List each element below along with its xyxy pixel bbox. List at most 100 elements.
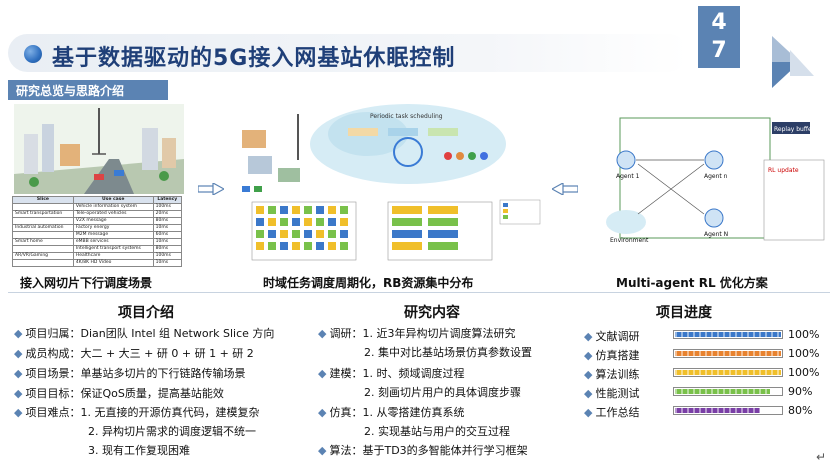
slice-table-cell (12, 231, 74, 239)
progress-value: 90% (788, 385, 813, 398)
bullet-icon: ◆ (584, 349, 593, 362)
title-bar (8, 34, 688, 72)
progress-label: ◆仿真搭建 (584, 347, 639, 363)
agent-N-label: Agent N (704, 231, 728, 238)
progress-bar (673, 349, 783, 358)
progress-label: ◆算法训练 (584, 366, 639, 382)
progress-bar (673, 330, 783, 339)
section-header-label: 研究总览与思路介绍 (16, 84, 125, 98)
slice-table-cell: Healthcare (72, 252, 154, 260)
research-line: 2. 实现基站与用户的交互过程 (364, 425, 510, 438)
intro-line: 3. 现有工作复现困难 (88, 444, 190, 457)
research-column-title: 研究内容 (404, 305, 460, 321)
page-number-bottom: 7 (711, 38, 727, 63)
research-line: 2. 刻画切片用户的具体调度步骤 (364, 386, 521, 399)
progress-bar-fill (675, 351, 781, 356)
progress-label: ◆文献调研 (584, 328, 639, 344)
slice-table-cell: 100ms (152, 203, 183, 211)
slice-table-cell: eMBB services (72, 238, 154, 246)
research-line: ◆调研：1. 近3年异构切片调度算法研究 (318, 327, 516, 340)
slice-table-cell: V2X message (72, 217, 154, 225)
progress-bar (673, 406, 783, 415)
slice-table-cell: 80ms (152, 217, 183, 225)
bullet-icon: ◆ (584, 330, 593, 343)
progress-value: 100% (788, 366, 820, 379)
section-header: 研究总览与思路介绍 (8, 80, 168, 100)
progress-value: 80% (788, 404, 813, 417)
slice-table-header: Latency (152, 196, 183, 204)
intro-line: ◆项目目标：保证QoS质量，提高基站能效 (14, 387, 224, 400)
slice-table-cell: Factory energy (72, 224, 154, 232)
progress-label-text: 文献调研 (595, 330, 640, 343)
slice-table: Slice Use case Latency Vehicle informati… (12, 196, 183, 267)
slice-table-cell: 80ms (152, 245, 183, 253)
slice-table-cell: Vehicle information system (72, 203, 154, 211)
slice-table-cell: AR/VR/Gaming (12, 252, 74, 260)
progress-bar (673, 387, 783, 396)
multi-agent-rl-diagram: Replay buffer RL update Agent 1 Agent n … (606, 117, 825, 244)
arrow-left-icon (552, 183, 578, 195)
intro-column-title: 项目介绍 (118, 305, 174, 321)
slice-table-cell: Intelligent transport systems (72, 245, 154, 253)
slice-table-cell: 100ms (152, 252, 183, 260)
intro-line: ◆项目难点：1. 无直接的开源仿真代码，建模复杂 (14, 406, 260, 419)
agent-n-label: Agent n (704, 173, 728, 180)
slice-table-cell (12, 217, 74, 225)
slice-table-cell: 10ms (152, 224, 183, 232)
page-number-top: 4 (711, 10, 727, 35)
research-line: 2. 集中对比基站场景仿真参数设置 (364, 346, 532, 359)
page-number-badge: 4 7 (698, 6, 740, 68)
progress-label: ◆工作总结 (584, 404, 639, 420)
slice-table-cell: 60ms (152, 231, 183, 239)
slice-table-header: Use case (72, 196, 154, 204)
agent-1-label: Agent 1 (616, 173, 640, 180)
slice-table-cell: 10ms (152, 238, 183, 246)
bullet-icon: ◆ (584, 406, 593, 419)
intro-line: ◆项目场景：单基站多切片的下行链路传输场景 (14, 367, 246, 380)
periodic-scheduling-illustration: Periodic task scheduling (242, 104, 541, 261)
progress-label: ◆性能测试 (584, 385, 639, 401)
title-bullet-icon (24, 45, 42, 63)
bullet-icon: ◆ (584, 368, 593, 381)
figure-caption-right: Multi-agent RL 优化方案 (616, 276, 768, 290)
slice-table-header: Slice (12, 196, 74, 204)
intro-line: ◆项目归属：Dian团队 Intel 组 Network Slice 方向 (14, 327, 275, 340)
middle-top-label: Periodic task scheduling (370, 113, 443, 120)
progress-value: 100% (788, 328, 820, 341)
page-title: 基于数据驱动的5G接入网基站休眠控制 (52, 46, 456, 71)
slice-table-cell: Tele-operated vehicles (72, 210, 154, 218)
slice-table-cell: Smart transportation (12, 210, 74, 218)
progress-bar (673, 368, 783, 377)
research-line: ◆算法：基于TD3的多智能体并行学习框架 (318, 444, 528, 457)
progress-bar-fill (675, 370, 781, 375)
slice-table-cell (12, 245, 74, 253)
progress-bar-fill (675, 389, 770, 394)
progress-label-text: 性能测试 (595, 387, 640, 400)
slice-table-cell: 4K/8K HD Video (72, 259, 154, 267)
progress-bar-fill (675, 332, 781, 337)
slice-table-cell (12, 259, 74, 267)
environment-label: Environment (610, 237, 649, 244)
paragraph-mark-icon: ↵ (816, 450, 827, 464)
progress-column-title: 项目进度 (656, 305, 712, 321)
research-line: ◆建模：1. 时、频域调度过程 (318, 367, 465, 380)
slice-table-cell (12, 203, 74, 211)
progress-label-text: 工作总结 (595, 406, 640, 419)
figure-caption-left: 接入网切片下行调度场景 (20, 276, 153, 290)
slice-table-cell: Smart home (12, 238, 74, 246)
slice-table-cell: M2M message (72, 231, 154, 239)
rl-update-label: RL update (768, 167, 799, 174)
city-scene-illustration (14, 104, 184, 194)
decorative-triangles-icon (772, 36, 814, 88)
figure-caption-middle: 时域任务调度周期化，RB资源集中分布 (263, 276, 474, 290)
